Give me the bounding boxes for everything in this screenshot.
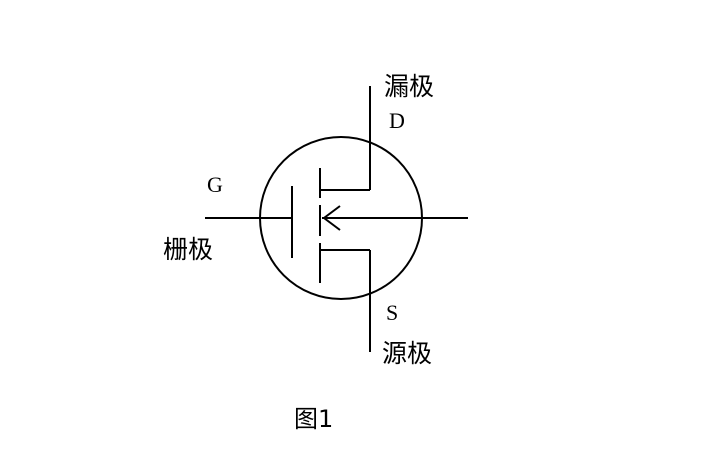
gate-chinese-label: 栅极 [163,235,213,264]
source-chinese-label: 源极 [382,339,432,368]
source-label: S [386,300,398,325]
drain-chinese-label: 漏极 [384,72,434,101]
figure-caption: 图1 [294,405,333,433]
substrate-arrow-icon [322,205,341,231]
gate-label: G [207,172,223,197]
drain-label: D [389,108,405,133]
